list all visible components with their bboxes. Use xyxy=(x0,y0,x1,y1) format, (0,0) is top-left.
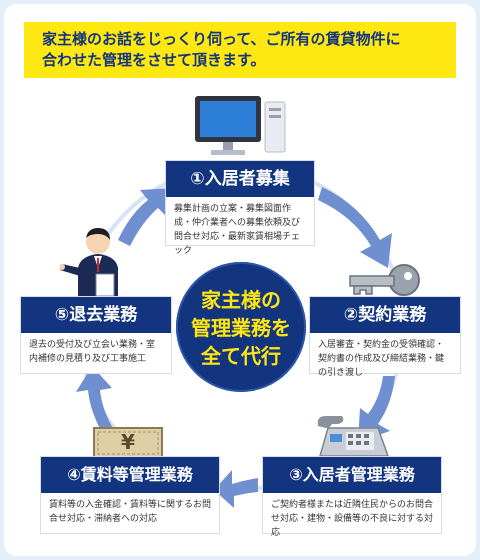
step-2-description: 入居審査・契約金の受領確認・契約書の作成及び締結業務・鍵の引き渡し xyxy=(318,340,445,378)
step-3-description: ご契約者様または近隣住民からのお問合せ対応・建物・設備等の不良に対する対応 xyxy=(271,500,434,538)
step-2-title: ②契約業務 xyxy=(310,297,460,333)
center-line-2: 管理業務を xyxy=(191,316,291,340)
center-line-3: 全て代行 xyxy=(201,344,281,368)
step-1-box: ①入居者募集 募集計画の立案・募集図面作成・仲介業者への募集依頼及び問合せ対応・… xyxy=(165,160,315,256)
step-5-box: ⑤退去業務 退去の受付及び立会い業務・室内補修の見積り及び工事施工 xyxy=(20,296,172,374)
step-5-description: 退去の受付及び立会い業務・室内補修の見積り及び工事施工 xyxy=(29,340,156,364)
telephone-icon xyxy=(317,416,390,457)
arrow-5-to-1 xyxy=(118,188,172,246)
arrow-3-to-4 xyxy=(214,470,258,508)
arrow-1-to-2 xyxy=(318,187,392,268)
computer-icon xyxy=(195,96,286,155)
money-icon: ¥ xyxy=(92,424,164,462)
step-4-description: 賃料等の入金確認・賃料等に関するお問合せ対応・滞納者への対応 xyxy=(49,500,212,524)
arrow-2-to-3 xyxy=(358,376,395,442)
step-3-title: ③入居者管理業務 xyxy=(263,457,441,493)
step-4-title: ④賃料等管理業務 xyxy=(41,457,219,493)
step-1-description: 募集計画の立案・募集図面作成・仲介業者への募集依頼及び問合せ対応・最新家賃相場チ… xyxy=(174,204,301,256)
banner-line-2: 合わせた管理をさせて頂きます。 xyxy=(42,51,266,69)
yen-symbol: ¥ xyxy=(121,430,135,454)
step-3-box: ③入居者管理業務 ご契約者様または近隣住民からのお問合せ対応・建物・設備等の不良… xyxy=(262,456,442,538)
step-4-box: ④賃料等管理業務 賃料等の入金確認・賃料等に関するお問合せ対応・滞納者への対応 xyxy=(40,456,220,534)
step-1-title: ①入居者募集 xyxy=(166,161,314,197)
intro-banner: 家主様のお話をじっくり伺って、ご所有の賃貸物件に 合わせた管理をさせて頂きます。 xyxy=(24,22,456,78)
staff-person-icon xyxy=(60,228,118,304)
key-icon xyxy=(349,264,420,296)
center-line-1: 家主様の xyxy=(201,288,281,312)
center-summary-circle: 家主様の 管理業務を 全て代行 xyxy=(176,262,306,392)
arrow-4-to-5 xyxy=(76,366,114,436)
banner-line-1: 家主様のお話をじっくり伺って、ご所有の賃貸物件に xyxy=(42,30,401,48)
step-2-box: ②契約業務 入居審査・契約金の受領確認・契約書の作成及び締結業務・鍵の引き渡し xyxy=(309,296,461,378)
step-5-title: ⑤退去業務 xyxy=(21,297,171,333)
